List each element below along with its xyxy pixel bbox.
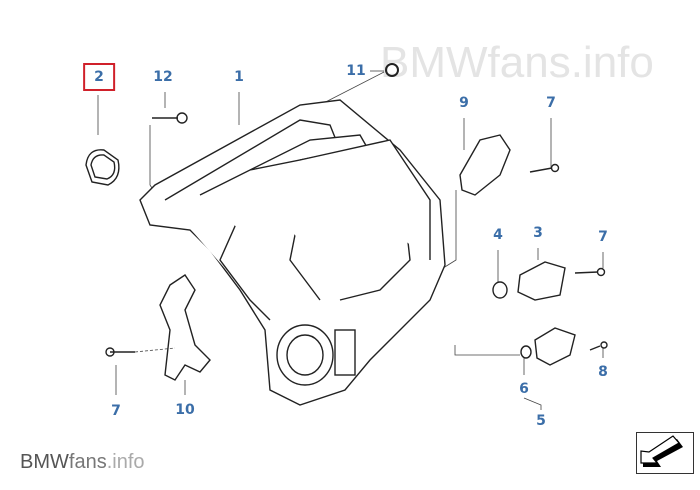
fitting-3 — [517, 261, 566, 301]
callout-6[interactable]: 6 — [519, 381, 529, 397]
nut-11 — [385, 63, 399, 77]
bolt-8 — [589, 341, 608, 351]
bolt-7c — [105, 347, 135, 357]
callout-7[interactable]: 7 — [546, 95, 556, 111]
callout-11[interactable]: 11 — [346, 63, 366, 79]
bracket-10 — [159, 274, 211, 381]
oring-6 — [520, 345, 532, 359]
callout-7[interactable]: 7 — [598, 229, 608, 245]
watermark: BMWfans.info — [380, 38, 654, 87]
oring-4 — [492, 281, 508, 299]
callout-7[interactable]: 7 — [111, 403, 121, 419]
footer-logo: BMWfans.info — [20, 451, 145, 473]
sensor-5 — [534, 327, 576, 366]
back-arrow-button[interactable] — [636, 432, 694, 474]
callout-5[interactable]: 5 — [536, 413, 546, 429]
callout-4[interactable]: 4 — [493, 227, 503, 243]
callout-2[interactable]: 2 — [83, 63, 115, 91]
callout-12[interactable]: 12 — [153, 69, 173, 85]
bolt-7b — [574, 267, 606, 277]
bolt-12 — [152, 112, 188, 124]
bolt-7a — [529, 163, 560, 173]
arrow-down-left-icon — [640, 435, 683, 467]
bracket-9 — [459, 134, 511, 196]
callout-9[interactable]: 9 — [459, 95, 469, 111]
callout-10[interactable]: 10 — [175, 402, 195, 418]
callout-1[interactable]: 1 — [234, 69, 244, 85]
gasket-2 — [85, 149, 120, 186]
callout-8[interactable]: 8 — [598, 364, 608, 380]
callout-3[interactable]: 3 — [533, 225, 543, 241]
intake-manifold — [139, 99, 446, 406]
